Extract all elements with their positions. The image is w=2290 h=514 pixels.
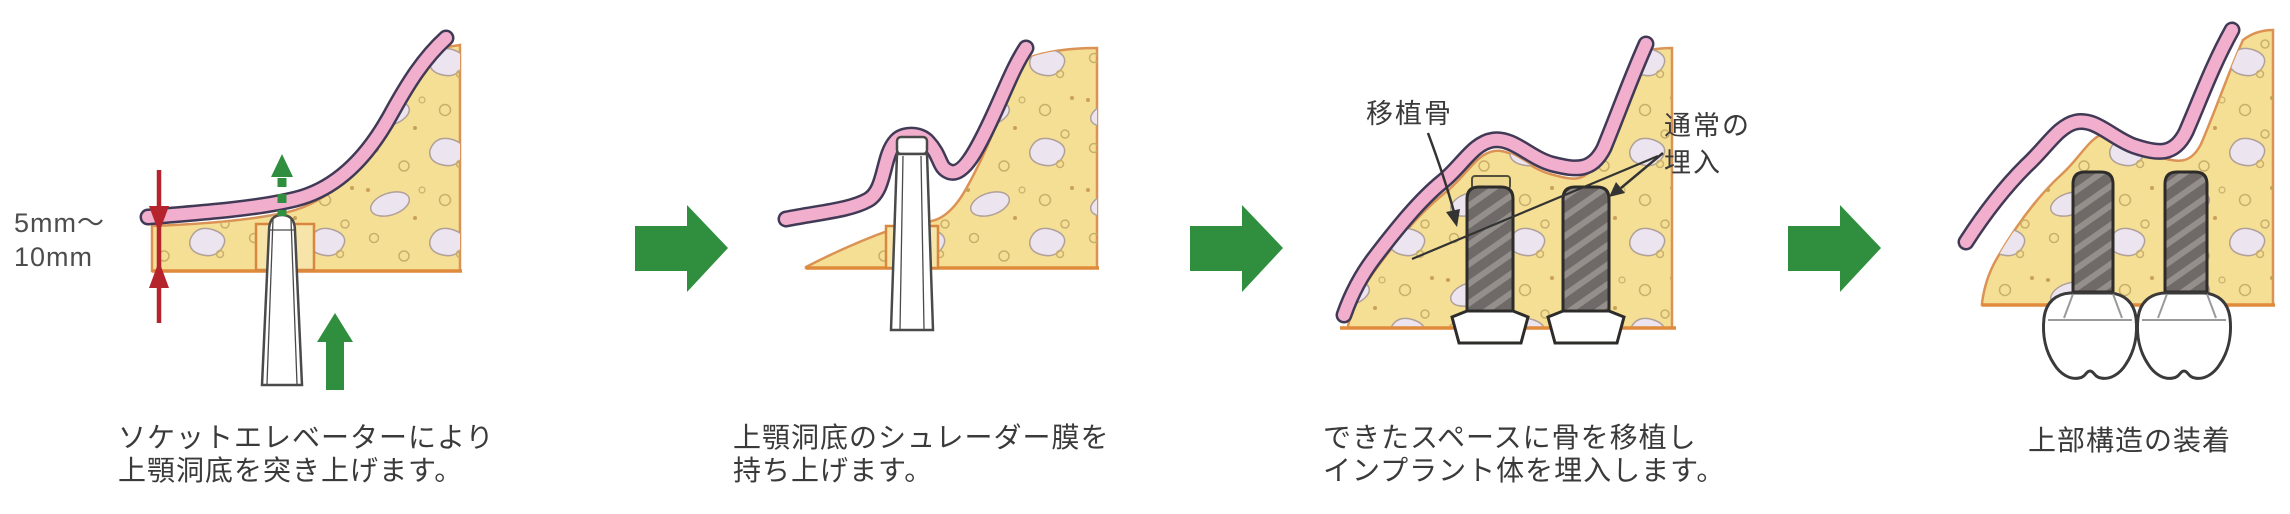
implant-with-crown-right — [2136, 170, 2232, 380]
implant-fixture-grafted — [1450, 185, 1530, 345]
step4-caption: 上部構造の装着 — [2028, 424, 2231, 457]
implant-abutment — [1546, 309, 1626, 345]
graft-bone-label: 移植骨 — [1366, 99, 1453, 129]
step3-caption-line2: インプラント体を埋入します。 — [1323, 455, 1726, 486]
step1-caption-line2: 上顎洞底を突き上げます。 — [118, 455, 464, 486]
crown — [2136, 291, 2232, 380]
implant-with-crown-left — [2042, 170, 2138, 380]
graft-label-leader-line — [1426, 132, 1460, 227]
socket-elevator-instrument — [889, 135, 935, 332]
step3-illustration — [1335, 35, 1676, 345]
next-step-arrow-icon — [635, 205, 728, 292]
implant-fixture-normal — [1546, 185, 1626, 345]
measurement-arrow-icon — [149, 170, 169, 323]
step1-illustration — [139, 29, 462, 390]
bone-cross-section — [804, 46, 1099, 270]
sinus-membrane — [139, 29, 455, 226]
step2-illustration — [777, 39, 1099, 332]
step4-illustration — [1957, 21, 2275, 380]
step1-caption: ソケットエレベーターにより上顎洞底を突き上げます。 — [118, 421, 494, 487]
step2-caption-line1: 上顎洞底のシュレーダー膜を — [733, 422, 1110, 453]
measurement-line2: 10mm — [14, 242, 94, 272]
sinus-membrane — [1957, 21, 2241, 251]
step1-caption-line1: ソケットエレベーターにより — [118, 422, 495, 453]
normal-placement-label: 通常の埋入 — [1664, 108, 1751, 182]
push-up-arrow-icon — [317, 313, 353, 390]
normal-placement-leader-line — [1411, 152, 1664, 261]
step2-caption: 上顎洞底のシュレーダー膜を持ち上げます。 — [733, 421, 1109, 487]
lift-direction-arrow-icon — [271, 154, 293, 216]
bone-height-measurement-label: 5mm〜 10mm — [14, 206, 105, 274]
step4-caption-line1: 上部構造の装着 — [2028, 425, 2232, 456]
step3-caption-line1: できたスペースに骨を移植し — [1323, 422, 1697, 453]
sinus-membrane — [1335, 35, 1655, 324]
next-step-arrow-icon — [1788, 205, 1881, 292]
next-step-arrow-icon — [1190, 205, 1283, 292]
normal-placement-line2: 埋入 — [1664, 148, 1722, 178]
step2-caption-line2: 持ち上げます。 — [733, 455, 934, 486]
measurement-line1: 5mm〜 — [14, 208, 105, 238]
implant-abutment — [1450, 309, 1530, 345]
crown — [2042, 291, 2138, 380]
socket-elevator-instrument — [260, 213, 304, 387]
step3-caption: できたスペースに骨を移植しインプラント体を埋入します。 — [1323, 421, 1725, 487]
normal-placement-line1: 通常の — [1664, 111, 1751, 141]
